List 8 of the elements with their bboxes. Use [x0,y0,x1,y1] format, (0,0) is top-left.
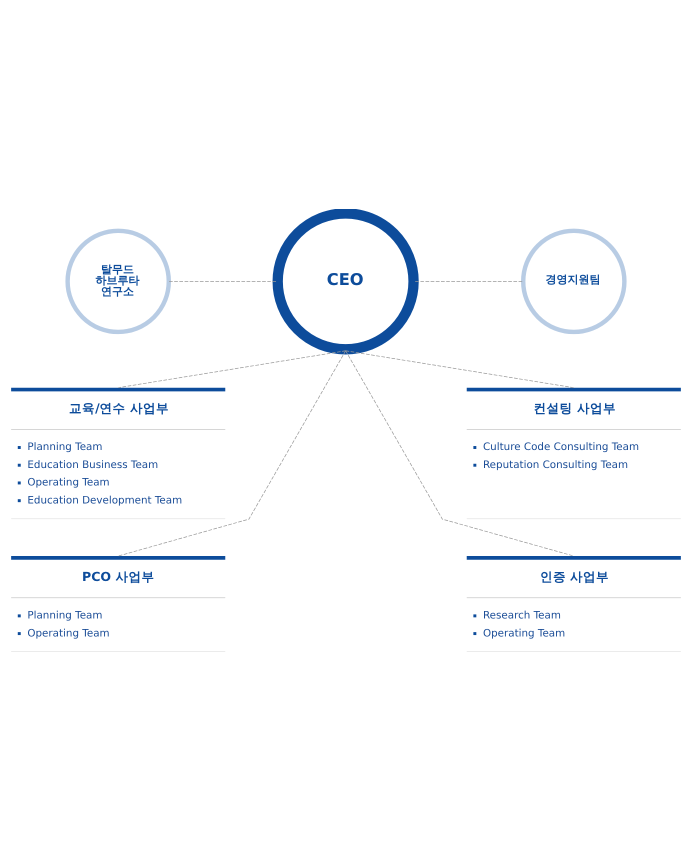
connector [345,350,574,388]
connector [118,350,346,556]
connector [345,350,574,556]
connector [414,281,524,282]
node-circle: 경영지원팀 [521,228,627,334]
node-circle: 탈무드 하브루타 연구소 [65,228,171,334]
connector [118,350,346,388]
connector [168,281,276,282]
